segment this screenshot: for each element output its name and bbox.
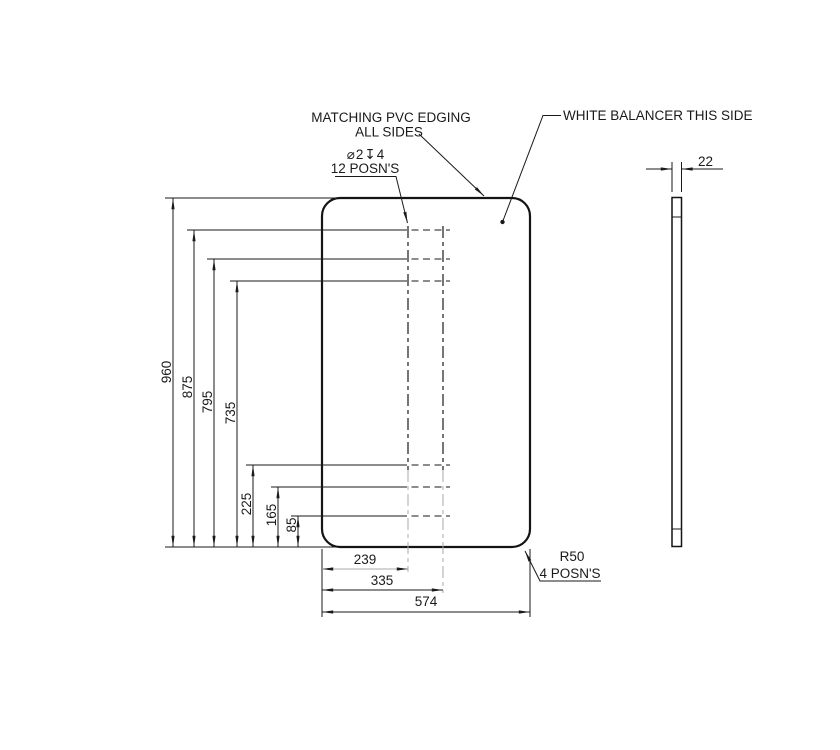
horizontal-dimension-lines (321, 567, 531, 614)
edging-leader-line (418, 133, 485, 197)
hole-spec-leader-line (335, 176, 408, 224)
balancer-callout-text: WHITE BALANCER THIS SIDE (563, 108, 753, 123)
balancer-leader-line (502, 115, 561, 223)
dim-735: 735 (223, 402, 238, 425)
dim-875: 875 (180, 376, 195, 399)
radius-leader-line (524, 550, 601, 582)
dim-85: 85 (284, 517, 299, 532)
balancer-leader-dot (500, 219, 505, 225)
dim-165: 165 (264, 504, 279, 527)
thickness-dimension: 22 (646, 154, 723, 192)
dim-22: 22 (698, 154, 713, 169)
hole-spec-line2: 12 POSN'S (331, 161, 400, 176)
dim-574: 574 (415, 594, 438, 609)
side-view-outline (671, 196, 683, 548)
hole-spec-line1: ⌀2↧4 (347, 147, 385, 162)
side-view: 22 (646, 154, 723, 548)
hole-spec-callout: ⌀2↧4 12 POSN'S (331, 147, 408, 224)
horizontal-dimension-labels: 239 335 574 (354, 552, 438, 609)
panel-outline (320, 196, 532, 549)
vertical-dimension-lines (171, 197, 300, 548)
radius-callout: R50 4 POSN'S (524, 549, 601, 582)
dim-335: 335 (371, 573, 394, 588)
dim-960: 960 (159, 361, 174, 384)
radius-callout-line2: 4 POSN'S (539, 566, 600, 581)
hole-centerlines (407, 226, 444, 593)
edging-callout-line1: MATCHING PVC EDGING (311, 110, 471, 125)
dim-225: 225 (239, 493, 254, 516)
dim-239: 239 (354, 552, 377, 567)
hole-row-lines (187, 229, 450, 517)
radius-callout-line1: R50 (560, 549, 585, 564)
balancer-callout: WHITE BALANCER THIS SIDE (500, 108, 753, 225)
dim-795: 795 (200, 391, 215, 414)
vertical-dimension-labels: 960 875 795 735 225 165 85 (159, 361, 299, 533)
edging-callout: MATCHING PVC EDGING ALL SIDES (311, 110, 485, 197)
main-view: 960 875 795 735 225 165 85 239 335 574 M… (159, 108, 753, 617)
edging-callout-line2: ALL SIDES (355, 125, 423, 140)
